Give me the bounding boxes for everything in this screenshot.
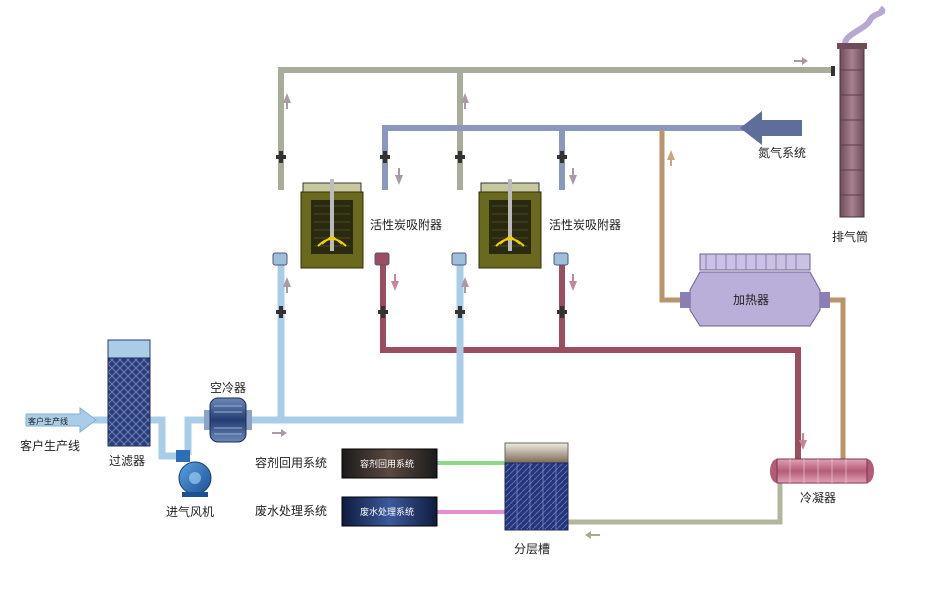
wastewater-box-label: 废水处理系统 xyxy=(360,506,414,518)
wastewater-label: 废水处理系统 xyxy=(255,503,327,518)
adsorber-unit-1[interactable] xyxy=(300,179,364,269)
adsorber-1-label: 活性炭吸附器 xyxy=(370,218,442,232)
valve-icon[interactable] xyxy=(276,306,286,318)
solvent-recovery-box[interactable] xyxy=(341,448,438,479)
valve-icon[interactable] xyxy=(380,151,390,163)
fan-unit[interactable] xyxy=(176,450,212,497)
valve-icon[interactable] xyxy=(378,306,388,318)
exhaust-stack[interactable] xyxy=(837,5,886,218)
filter-label: 过滤器 xyxy=(109,454,145,468)
arrow-right-icon xyxy=(272,429,287,437)
condensate-pipe xyxy=(568,478,783,525)
arrow-up-icon xyxy=(283,277,291,293)
valve-icon[interactable] xyxy=(455,306,465,318)
heater-label: 加热器 xyxy=(733,293,769,307)
nitrogen-label: 氮气系统 xyxy=(758,145,806,160)
valve-icon[interactable] xyxy=(455,151,465,163)
arrow-down-icon xyxy=(391,274,399,291)
arrow-right-icon xyxy=(794,57,808,65)
separator-label: 分层槽 xyxy=(514,542,550,556)
valve-icon[interactable] xyxy=(831,66,835,76)
separator-tank[interactable] xyxy=(504,442,569,531)
solvent-recovery-box-label: 容剂回用系统 xyxy=(360,458,414,470)
air-cooler-label: 空冷器 xyxy=(210,381,246,395)
nitrogen-inlet-arrow-icon xyxy=(740,111,802,145)
valves xyxy=(276,66,835,318)
customer-line-arrow-label: 客户生产线 xyxy=(28,416,68,426)
heater-unit[interactable] xyxy=(680,253,830,327)
customer-inlet-arrow-icon xyxy=(25,407,97,433)
air-cooler-unit[interactable] xyxy=(204,397,252,443)
adsorber-unit-2[interactable] xyxy=(478,179,542,269)
filter-unit[interactable] xyxy=(107,339,151,447)
arrow-up-icon xyxy=(667,150,675,166)
arrow-down-icon xyxy=(799,433,807,450)
adsorber-2-label: 活性炭吸附器 xyxy=(549,218,621,232)
arrow-down-icon xyxy=(395,168,403,185)
condenser-label: 冷凝器 xyxy=(800,490,836,505)
condenser-unit[interactable] xyxy=(770,458,874,484)
valve-icon[interactable] xyxy=(276,151,286,163)
arrow-down-icon xyxy=(569,168,577,185)
valve-icon[interactable] xyxy=(557,306,567,318)
fan-label: 进气风机 xyxy=(166,504,214,519)
arrow-down-icon xyxy=(569,274,577,291)
arrow-up-icon xyxy=(461,277,469,293)
arrow-up-icon xyxy=(461,93,469,109)
wastewater-box[interactable] xyxy=(341,496,438,527)
solvent-recovery-label: 容剂回用系统 xyxy=(255,455,327,470)
valve-icon[interactable] xyxy=(557,151,567,163)
stack-label: 排气筒 xyxy=(832,229,868,244)
arrow-left-icon xyxy=(585,531,600,539)
flow-arrows xyxy=(25,57,808,539)
customer-line-label: 客户生产线 xyxy=(20,438,80,453)
adsorber-nozzles xyxy=(272,252,569,266)
arrow-up-icon xyxy=(283,93,291,109)
